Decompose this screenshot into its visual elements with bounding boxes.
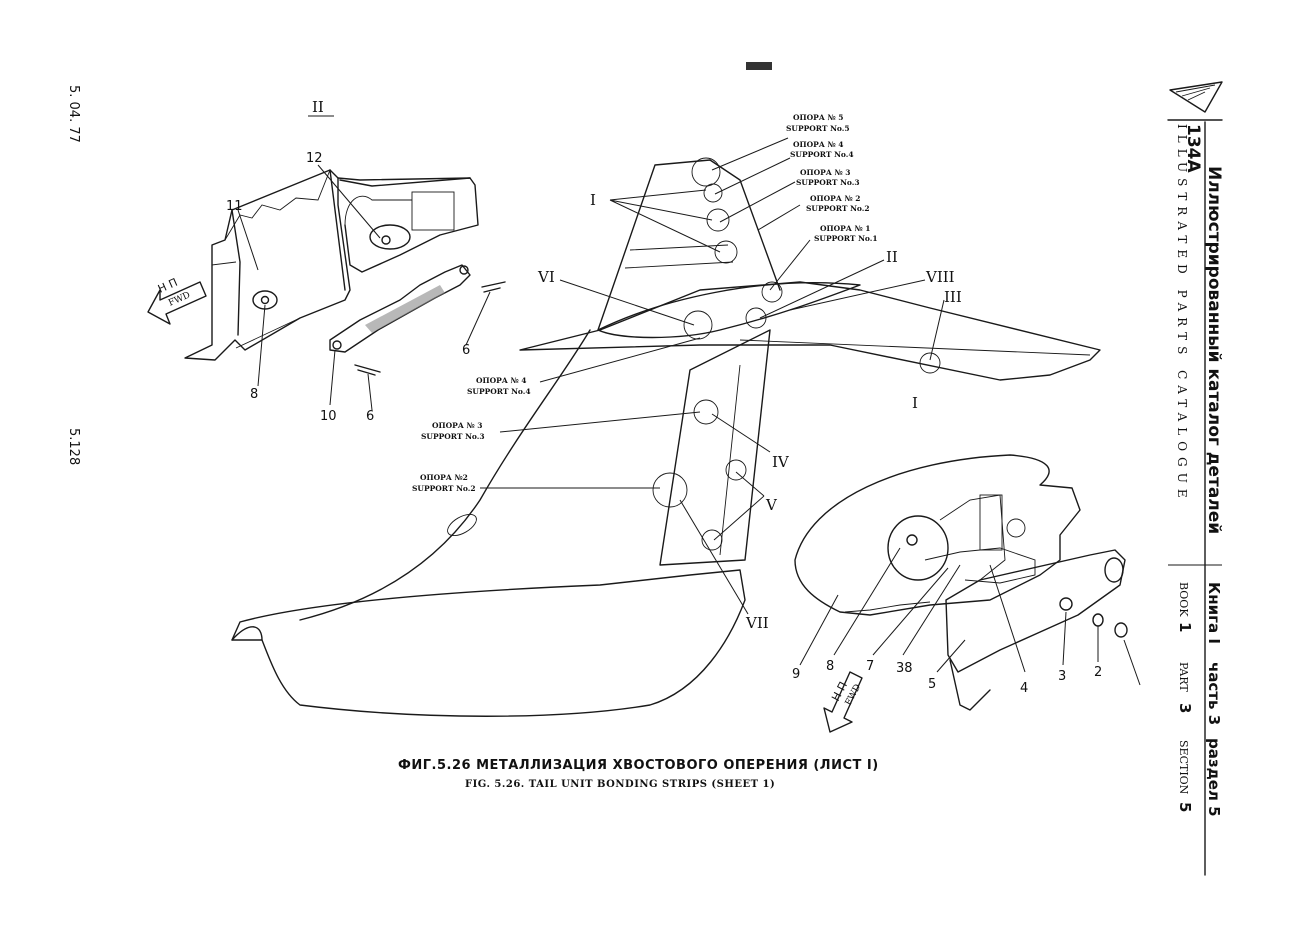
rudder-support-4-en: SUPPORT No.4 xyxy=(467,387,531,396)
figure-caption-en: FIG. 5.26. TAIL UNIT BONDING STRIPS (SHE… xyxy=(465,779,775,790)
page-date: 5. 04. 77 xyxy=(66,85,81,143)
view-ii-heading: II xyxy=(312,98,324,116)
callout-4: 4 xyxy=(1020,681,1028,696)
model-number: 134A xyxy=(1183,124,1203,173)
callout-10: 10 xyxy=(320,409,337,424)
fin-support-4-en: SUPPORT No.4 xyxy=(790,150,854,159)
section-no: 5 xyxy=(1176,802,1194,812)
support-5-circle xyxy=(691,157,721,187)
callout-9: 9 xyxy=(792,667,800,682)
side-header: 134A Иллюстрированный каталог деталей IL… xyxy=(1167,81,1224,876)
callout-12: 12 xyxy=(306,151,323,166)
screw-6-lower xyxy=(354,364,381,376)
callout-6-upper: 6 xyxy=(462,343,470,358)
fwd-arrow-icon-detail: Н П FWD xyxy=(823,671,863,733)
view-i-detail: 9 8 7 38 5 4 3 2 Н П FWD xyxy=(792,454,1141,733)
rudder-support-3-en: SUPPORT No.3 xyxy=(421,432,485,441)
part-no: 3 xyxy=(1176,703,1194,713)
fin-support-3-ru: ОПОРА № 3 xyxy=(800,168,851,177)
callout-8-detail: 8 xyxy=(826,659,834,674)
rudder-support-3-ru: ОПОРА № 3 xyxy=(432,421,483,430)
section-en: SECTION xyxy=(1177,740,1190,795)
rudder-support-2-ru: ОПОРА №2 xyxy=(420,473,468,482)
label-iii: III xyxy=(944,288,962,306)
callout-5: 5 xyxy=(928,677,936,692)
book-no: 1 xyxy=(1176,622,1194,632)
label-v: V xyxy=(765,496,778,514)
fin-support-1-en: SUPPORT No.1 xyxy=(814,234,878,243)
tail-fairing xyxy=(794,454,1081,616)
tail-unit-main-view: I I II III IV V VI VII VIII ОПОРА № 5 SU… xyxy=(231,113,1101,717)
detail-iv-circle xyxy=(693,399,719,425)
fin-support-5-en: SUPPORT No.5 xyxy=(786,124,850,133)
callout-38: 38 xyxy=(896,661,913,676)
view-ii-detail: II 11 12 8 10 xyxy=(147,98,506,424)
book-ru: Книга I xyxy=(1205,582,1223,644)
fwd-arrow-icon: Н П FWD xyxy=(147,276,207,325)
detail-iii-circle xyxy=(919,352,941,374)
catalogue-title-en: ILLUSTRATED PARTS CATALOGUE xyxy=(1175,124,1189,504)
label-vi: VI xyxy=(537,268,555,286)
callout-8: 8 xyxy=(250,387,258,402)
page-number: 5.128 xyxy=(66,428,81,465)
callout-7: 7 xyxy=(866,659,874,674)
figure-caption-ru: ФИГ.5.26 МЕТАЛЛИЗАЦИЯ ХВОСТОВОГО ОПЕРЕНИ… xyxy=(398,758,879,773)
label-iv: IV xyxy=(772,453,790,471)
fin-support-5-ru: ОПОРА № 5 xyxy=(793,113,844,122)
washer-1 xyxy=(1114,622,1128,638)
actuator-arm xyxy=(945,549,1126,673)
horizontal-stabilizer xyxy=(519,281,1101,381)
fin-support-3-en: SUPPORT No.3 xyxy=(796,178,860,187)
book-en: BOOK xyxy=(1177,582,1190,617)
fin-support-4-ru: ОПОРА № 4 xyxy=(793,140,844,149)
fin-support-2-en: SUPPORT No.2 xyxy=(806,204,870,213)
tupolev-logo xyxy=(1167,81,1223,121)
bonding-strip-10 xyxy=(329,264,471,353)
callout-3: 3 xyxy=(1058,669,1066,684)
label-ii: II xyxy=(886,248,898,266)
callout-2: 2 xyxy=(1094,665,1102,680)
screw-6-upper xyxy=(481,281,506,293)
label-i-stab: I xyxy=(912,394,918,412)
label-viii: VIII xyxy=(925,268,955,286)
washer-2 xyxy=(1092,613,1104,627)
catalogue-title-ru: Иллюстрированный каталог деталей xyxy=(1204,166,1224,534)
bonding-bracket-12 xyxy=(369,224,411,250)
rudder xyxy=(659,329,771,566)
fin-support-2-ru: ОПОРА № 2 xyxy=(810,194,861,203)
stamp-mark xyxy=(746,62,772,70)
callout-11: 11 xyxy=(226,199,243,214)
callout-6-lower: 6 xyxy=(366,409,374,424)
part-ru: часть 3 xyxy=(1205,662,1223,725)
svg-text:FWD: FWD xyxy=(167,290,192,308)
part-en: PART xyxy=(1177,662,1190,692)
detail-vii-circle xyxy=(652,472,688,508)
rudder-support-4-ru: ОПОРА № 4 xyxy=(476,376,527,385)
label-i-fin: I xyxy=(590,191,596,209)
fin-support-1-ru: ОПОРА № 1 xyxy=(820,224,871,233)
section-ru: раздел 5 xyxy=(1205,738,1223,817)
label-vii: VII xyxy=(745,614,769,632)
rudder-support-2-en: SUPPORT No.2 xyxy=(412,484,476,493)
